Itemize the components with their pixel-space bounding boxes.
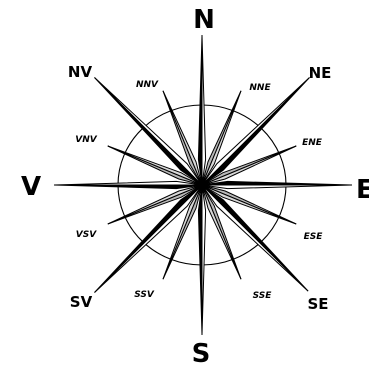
intercardinal-point-sv-facet-right [95, 185, 203, 293]
cardinal-point-s-facet-right [198, 185, 202, 335]
label-north: N [193, 5, 215, 35]
cardinal-point-n-facet-right [202, 35, 206, 185]
intercardinal-point-ne [202, 78, 310, 186]
label-ene: ENE [302, 138, 323, 148]
label-sse: SSE [253, 291, 273, 301]
cardinal-point-s-facet-left [202, 185, 206, 335]
label-vsv: VSV [76, 230, 97, 240]
intercardinal-point-sv [95, 185, 203, 293]
cardinal-point-n-facet-left [198, 35, 202, 185]
intercardinal-point-ne-facet-right [202, 78, 310, 186]
label-ese: ESE [304, 232, 324, 242]
label-west: V [21, 172, 41, 202]
label-southeast: SE [307, 295, 328, 313]
label-southwest: SV [70, 293, 93, 311]
cardinal-point-e-facet-right [202, 185, 352, 189]
intercardinal-point-se-facet-right [202, 185, 308, 291]
label-ssv: SSV [134, 290, 155, 300]
label-east: E [356, 175, 369, 205]
cardinal-point-e [202, 181, 352, 188]
cardinal-point-n [198, 35, 205, 185]
label-nne: NNE [249, 83, 271, 93]
label-northeast: NE [309, 64, 332, 82]
intercardinal-point-se [202, 185, 308, 291]
intercardinal-point-nv [95, 78, 203, 186]
label-vnv: VNV [75, 135, 97, 145]
label-nnv: NNV [136, 80, 159, 90]
cardinal-point-v-facet-right [54, 181, 202, 185]
cardinal-point-s [198, 185, 205, 335]
label-south: S [192, 339, 211, 367]
cardinal-point-e-facet-left [202, 181, 352, 185]
cardinal-point-v [54, 181, 202, 188]
cardinal-point-v-facet-left [54, 185, 202, 189]
intercardinal-point-nv-facet-right [95, 78, 203, 186]
label-northwest: NV [68, 63, 93, 81]
